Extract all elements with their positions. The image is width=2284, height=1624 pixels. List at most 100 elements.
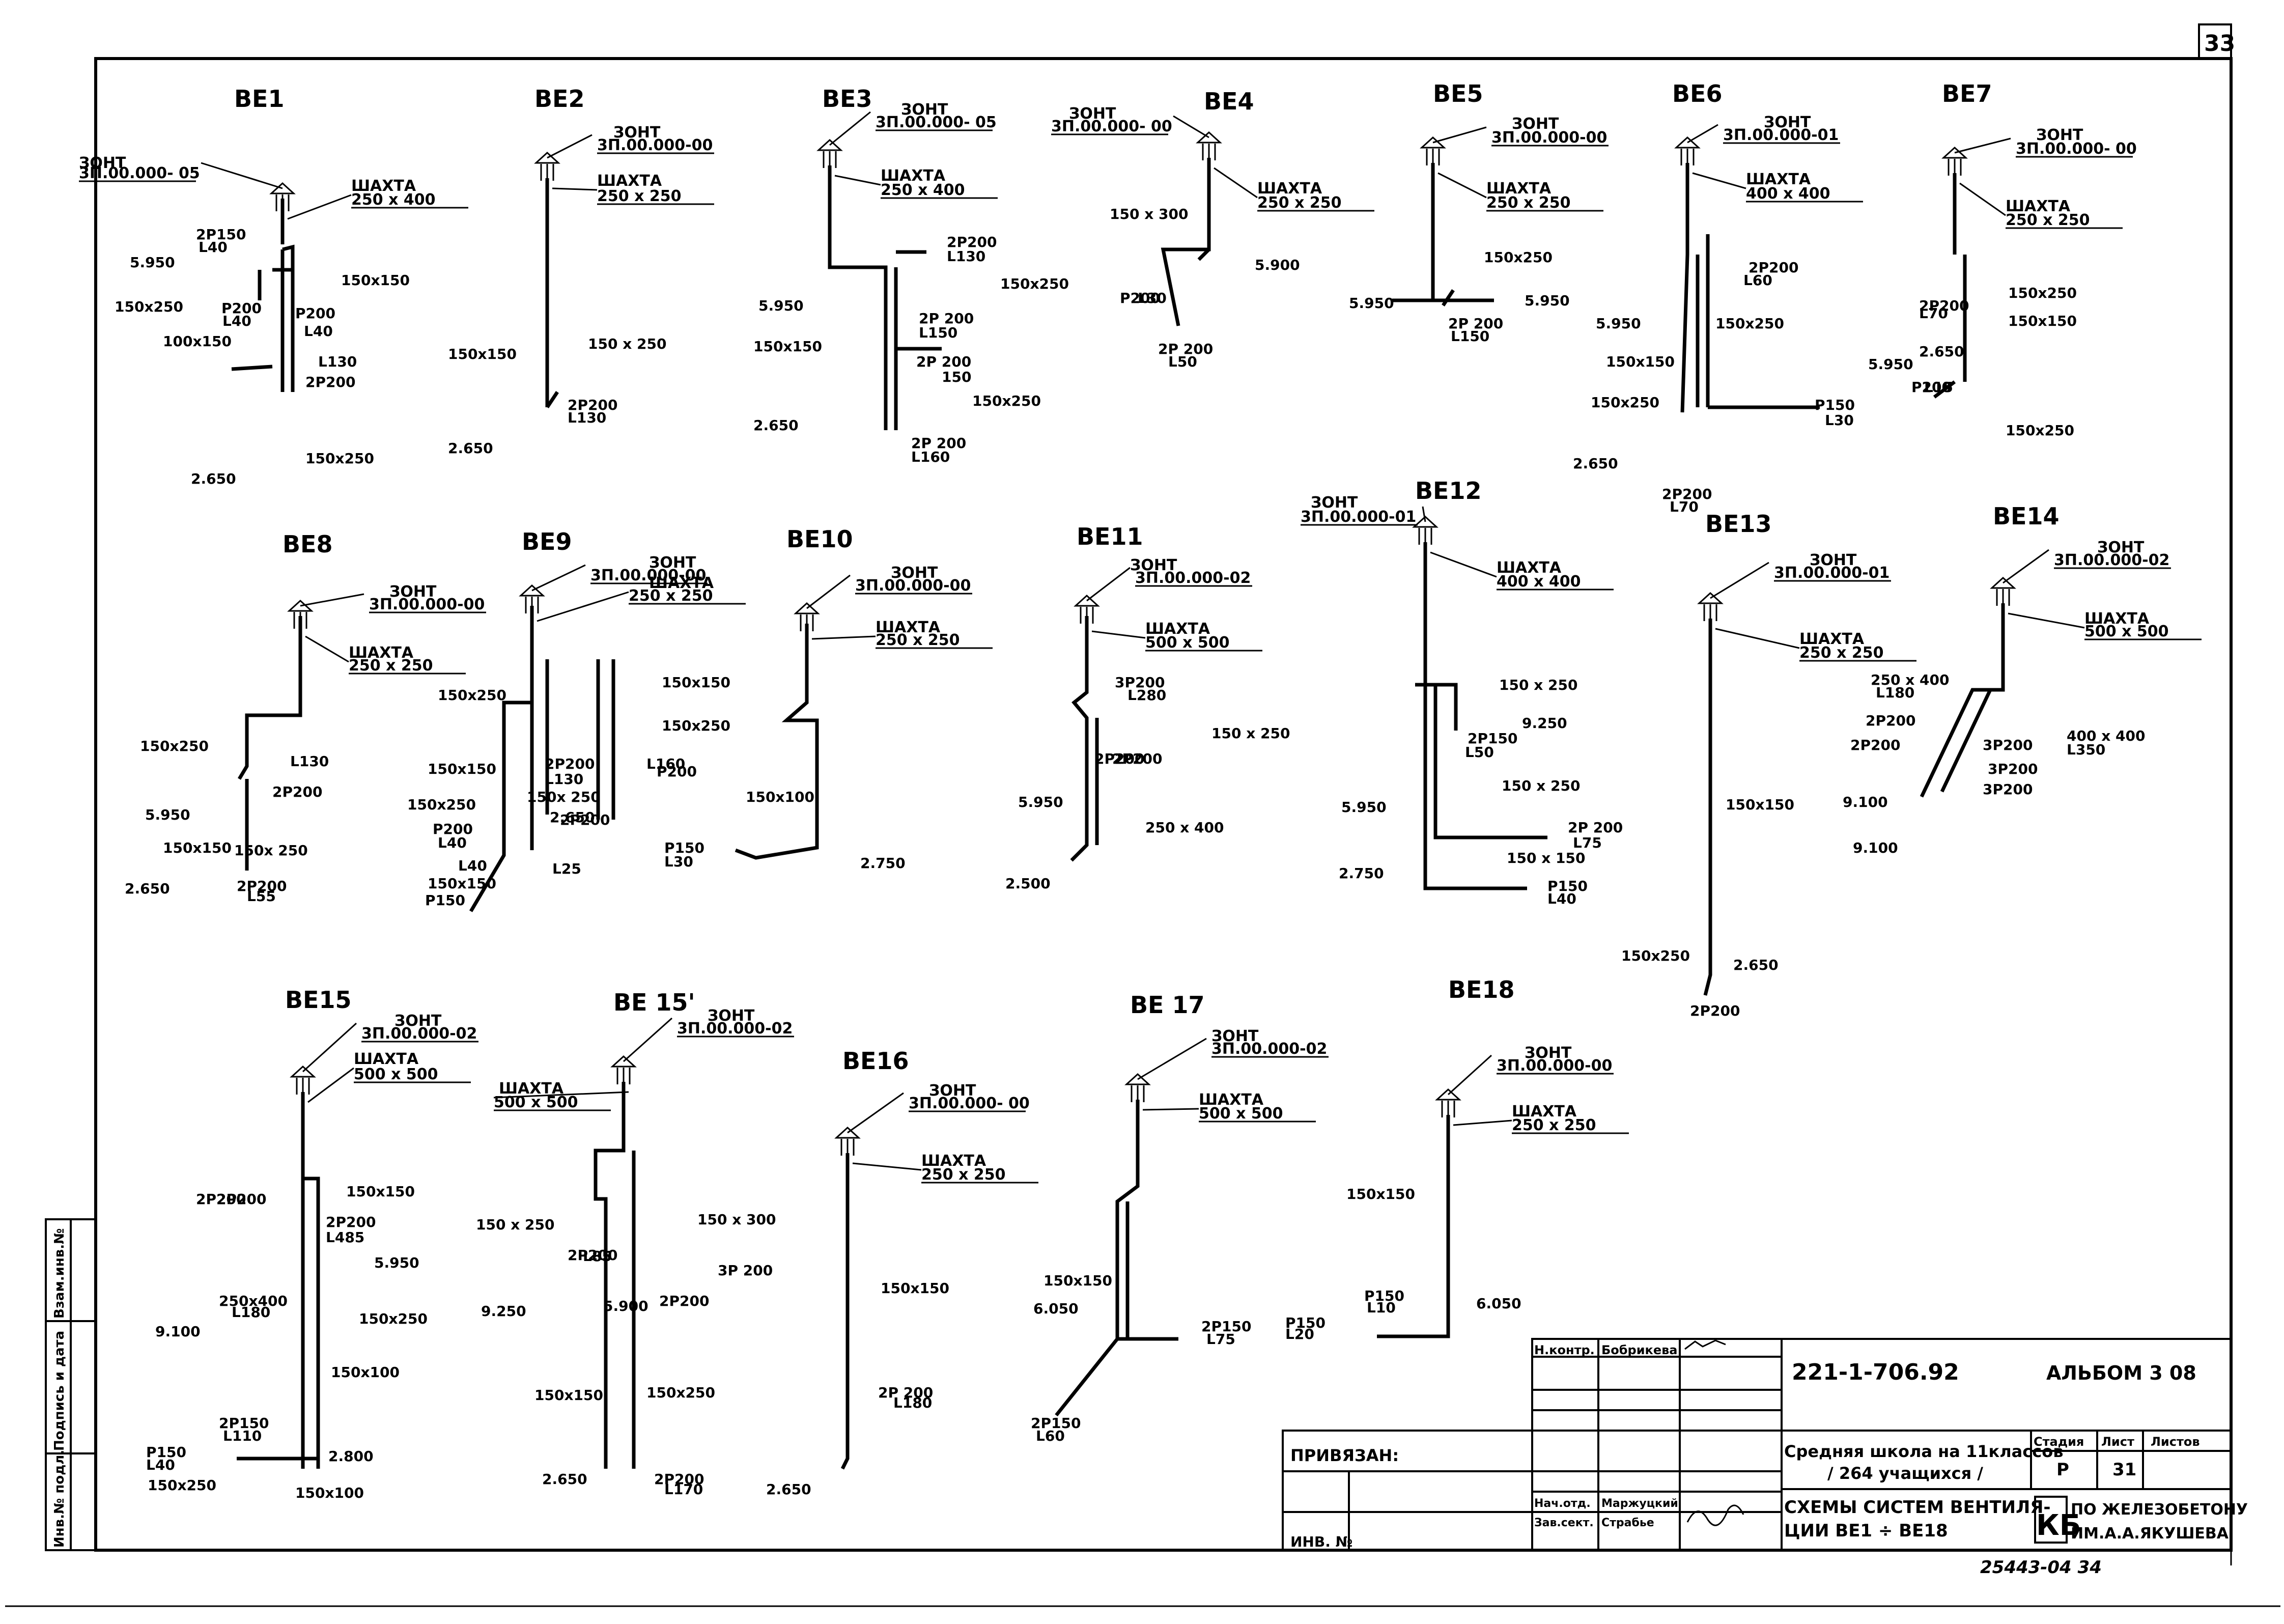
shaft-label: ШАХТА [1512, 1103, 1577, 1121]
duct-annotation: Р150 [425, 892, 465, 909]
leader-line [1173, 115, 1209, 138]
duct-line [735, 624, 819, 860]
exhaust-cap-label: ЗОНТ [891, 564, 938, 582]
sheet-value: 31 [2112, 1460, 2136, 1480]
leader-line [302, 1022, 357, 1073]
leader-line [834, 175, 881, 186]
system-title: ВЕ16 [842, 1047, 909, 1075]
sheet-title-line1: СХЕМЫ СИСТЕМ ВЕНТИЛЯ- [1784, 1497, 2051, 1518]
duct-annotation: 2Р 200 [1158, 341, 1213, 357]
duct-annotation: L180 [1876, 684, 1914, 701]
duct-annotation: 2Р150 [219, 1415, 269, 1432]
duct-annotation: 150х250 [140, 738, 209, 754]
duct-annotation: 150х250 [1484, 249, 1553, 266]
exhaust-cap-icon [534, 151, 560, 181]
leader-line [1214, 167, 1258, 199]
system-title: ВЕ9 [522, 528, 572, 555]
duct-annotation: 2Р 200 [1568, 819, 1623, 836]
duct-annotation: 5.950 [758, 297, 804, 314]
duct-annotation: 2.750 [1339, 865, 1384, 882]
duct-annotation: 5.950 [1341, 799, 1387, 816]
leader-line [300, 593, 364, 607]
duct-annotation: L50 [1168, 353, 1197, 370]
name-normcontrol: Бобрикева [1601, 1343, 1677, 1357]
exhaust-cap-code: 3П.00.000-02 [677, 1020, 793, 1038]
shaft-size: 250 х 250 [1486, 194, 1570, 212]
project-title-line2: / 264 учащихся / [1827, 1464, 1983, 1483]
duct-line [1680, 163, 1820, 413]
duct-annotation: 150х150 [346, 1183, 415, 1200]
duct-annotation: 2Р200 [1850, 737, 1900, 753]
exhaust-cap-icon [794, 602, 820, 631]
duct-annotation: Р150 [1364, 1287, 1404, 1304]
duct-annotation: 5.950 [1868, 356, 1913, 373]
shaft-label: ШАХТА [354, 1050, 419, 1068]
shaft-size: 250 х 250 [2006, 211, 2090, 229]
duct-annotation: 150х250 [407, 796, 476, 813]
duct-annotation: 2Р200 [1690, 1002, 1740, 1019]
exhaust-cap-code: 3П.00.000- 05 [876, 114, 997, 131]
duct-annotation: L30 [1825, 412, 1854, 429]
duct-annotation: L40 [146, 1457, 175, 1473]
exhaust-cap-label: ЗОНТ [389, 583, 437, 601]
duct-annotation: 2Р200 [1112, 750, 1162, 767]
duct-annotation: 2.650 [766, 1481, 811, 1498]
tied-label: ПРИВЯЗАН: [1290, 1446, 1399, 1465]
duct-annotation: 150х250 [115, 298, 183, 315]
exhaust-cap-code: 3П.00.000- 00 [1051, 118, 1172, 135]
system-title: ВЕ2 [534, 85, 585, 113]
system-title: ВЕ1 [234, 85, 285, 113]
duct-annotation: 400 х 400 [2067, 727, 2145, 744]
leader-line [623, 1017, 673, 1062]
duct-annotation: L75 [1206, 1331, 1235, 1348]
role-head-dept: Нач.отд. [1534, 1497, 1591, 1510]
title-block: Н.контр. Бобрикева Нач.отд. Маржуцкий За… [1282, 1338, 2248, 1551]
duct-annotation: 150х250 [972, 393, 1041, 409]
leader-line [307, 1067, 354, 1103]
duct-annotation: 150х250 [148, 1477, 216, 1494]
exhaust-cap-code: 3П.00.000-00 [1497, 1057, 1612, 1075]
duct-annotation: 150х150 [2008, 313, 2077, 329]
duct-annotation: L15 [1924, 379, 1953, 396]
side-label-replaced: Взам.инв.№ [52, 1228, 67, 1319]
duct-annotation: Р150 [146, 1444, 186, 1461]
duct-annotation: L170 [664, 1481, 703, 1498]
duct-annotation: L180 [893, 1394, 932, 1411]
shaft-size: 250 х 250 [1512, 1116, 1596, 1134]
duct-annotation: L40 [438, 834, 467, 851]
duct-annotation: L110 [223, 1427, 262, 1444]
duct-annotation: 9.100 [1853, 839, 1898, 856]
leader-line [2003, 549, 2049, 584]
exhaust-cap-code: 3П.00.000-00 [1491, 129, 1607, 147]
duct-annotation: L40 [199, 239, 228, 256]
system-title: ВЕ6 [1672, 80, 1723, 107]
duct-annotation: 150 х 150 [1507, 850, 1585, 866]
leader-line [552, 187, 598, 191]
duct-annotation: 150 х 300 [697, 1211, 776, 1228]
exhaust-cap-label: ЗОНТ [929, 1082, 976, 1100]
duct-annotation: 9.100 [1843, 794, 1888, 810]
shaft-label: ШАХТА [597, 172, 662, 190]
exhaust-cap-icon [1074, 594, 1100, 624]
duct-line [545, 178, 559, 408]
shaft-size: 250 х 250 [597, 187, 681, 205]
exhaust-cap-icon [269, 182, 296, 211]
duct-annotation: 6.050 [1476, 1295, 1521, 1312]
shaft-label: ШАХТА [1799, 630, 1865, 648]
exhaust-cap-icon [1420, 136, 1446, 165]
exhaust-cap-code: 3П.00.000-02 [1211, 1040, 1327, 1058]
side-label-inv-orig: Инв.№ подл. [52, 1450, 67, 1548]
duct-annotation: 150х250 [1000, 275, 1069, 292]
page-number: 33 [2204, 31, 2235, 57]
duct-annotation: 9.250 [481, 1303, 526, 1320]
leader-line [547, 134, 593, 159]
exhaust-cap-icon [1674, 136, 1701, 165]
leader-line [806, 574, 851, 609]
duct-annotation: L160 [646, 755, 685, 772]
exhaust-cap-icon [1435, 1088, 1461, 1117]
duct-annotation: L130 [290, 753, 329, 770]
leader-line [1710, 562, 1769, 599]
